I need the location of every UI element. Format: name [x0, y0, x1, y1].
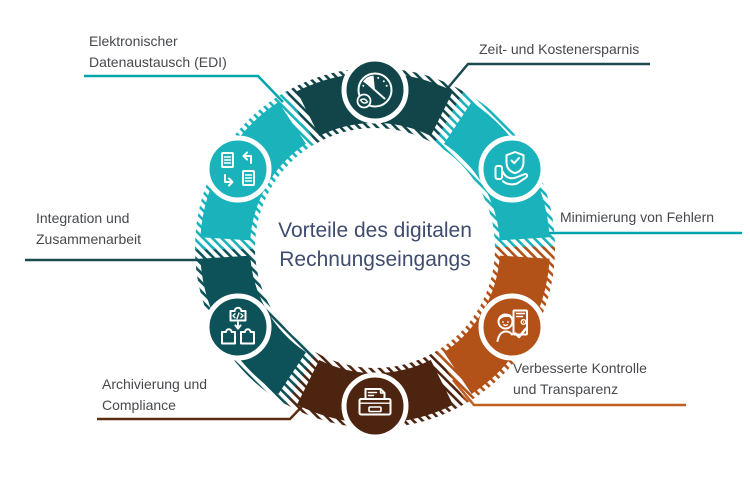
documents-exchange-icon: [204, 135, 272, 203]
benefit-label-archiv: Archivierung und Compliance: [102, 376, 208, 413]
icon-disc: [204, 135, 272, 203]
shield-check-hand-icon: [478, 135, 546, 203]
benefit-label-integration: Integration und Zusammenarbeit: [36, 210, 142, 247]
icon-disc: [341, 372, 409, 440]
icon-disc: [478, 293, 546, 361]
benefit-label-zeit: Zeit- und Kostenersparnis: [479, 41, 640, 57]
benefit-label-fehler: Minimierung von Fehlern: [560, 209, 715, 225]
speedometer-icon: [341, 56, 409, 124]
archive-box-icon: [341, 372, 409, 440]
connector-zeit: [446, 62, 650, 90]
connector-edi: [84, 74, 284, 103]
icon-disc: [478, 135, 546, 203]
diagram-title: Vorteile des digitalen Rechnungseingangs: [278, 219, 472, 271]
benefit-label-kontrolle: Verbesserte Kontrolle und Transparenz: [513, 360, 647, 397]
puzzle-integration-icon: [204, 293, 272, 361]
person-checklist-icon: [478, 293, 546, 361]
benefit-label-edi: Elektronischer Datenaustausch (EDI): [89, 33, 227, 70]
